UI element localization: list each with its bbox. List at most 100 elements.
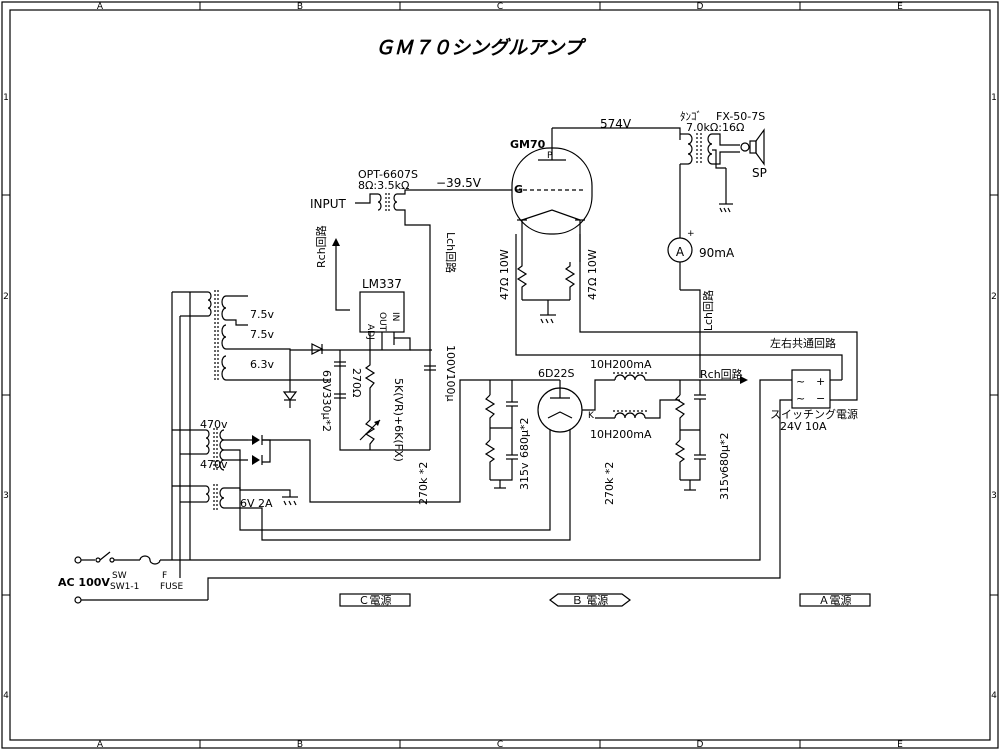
- mains-ac-label: AC 100V: [58, 576, 110, 589]
- aux-heater-transformer: 6V 2A: [190, 430, 571, 541]
- regulator-input-caps: 63V330μ*2: [320, 361, 346, 432]
- ammeter-symbol: A: [676, 245, 685, 259]
- section-tag-a-label: Ａ電源: [819, 593, 852, 607]
- rch-mid-route-label: Lch回路: [702, 290, 715, 331]
- cathode-resistors: 47Ω 10W 47Ω 10W: [498, 234, 599, 324]
- mains-switch-label: SW: [112, 571, 127, 581]
- psu-name: スイッチング電源: [770, 407, 858, 421]
- aux-heater-winding-label: 6V 2A: [240, 497, 273, 510]
- frame-row-1-right: 1: [991, 93, 997, 103]
- input-transformer-model: OPT-6607S: [358, 168, 418, 181]
- frame-row-2-left: 2: [3, 292, 9, 302]
- gm70-label: GM70: [510, 138, 546, 151]
- input-label: INPUT: [310, 197, 347, 211]
- gm70-tube: GM70 P G: [510, 128, 593, 235]
- ammeter: A + 90mA: [667, 229, 735, 263]
- opt-brand: ﾀﾝｺﾞ: [680, 110, 702, 123]
- lm337-pin-in: IN: [390, 312, 400, 321]
- section-tag-b-label: Ｂ 電源: [572, 593, 609, 607]
- frame-col-c-bottom: C: [497, 740, 503, 750]
- hv-transformer: 470v 470v: [190, 418, 291, 497]
- regulator-input-cap-label: 63V330μ*2: [320, 370, 333, 432]
- common-circuit-label: 左右共通回路: [770, 336, 836, 350]
- hv-left-cap-label: 680μ*2: [518, 418, 531, 459]
- speaker: SP: [740, 128, 767, 180]
- 6d22s-cathode-mark: K: [588, 411, 595, 421]
- mains-fuse-id: F: [162, 571, 167, 581]
- psu-plus: +: [816, 375, 825, 388]
- mains-fuse-label: FUSE: [160, 582, 183, 592]
- hv-right-resistor-label: 270k *2: [603, 462, 616, 505]
- input-transformer-ratio: 8Ω:3.5kΩ: [358, 179, 409, 192]
- psu-ac-in-1: ~: [796, 375, 805, 388]
- frame-col-b-top: B: [297, 2, 303, 12]
- frame-col-e-top: E: [897, 2, 903, 12]
- mains-input: AC 100V SW SW1-1 F FUSE: [58, 291, 208, 604]
- opt-impedance: 7.0kΩ:16Ω: [686, 121, 744, 134]
- frame-row-3-right: 3: [991, 491, 997, 501]
- chokes: 10H200mA 10H200mA: [590, 358, 680, 441]
- hv-right-cap-label: 680μ*2: [718, 433, 731, 474]
- output-transformer: ﾀﾝｺﾞ FX-50-7S 7.0kΩ:16Ω: [679, 110, 765, 238]
- section-tag-b: Ｂ 電源: [549, 593, 631, 607]
- section-tag-a: Ａ電源: [799, 593, 871, 607]
- heater-winding-1-label: 7.5v: [250, 308, 274, 321]
- frame-col-c-top: C: [497, 2, 503, 12]
- speaker-label: SP: [752, 166, 767, 180]
- psu-minus: −: [816, 392, 825, 405]
- regulator-fixed-resistor-label: 270Ω: [350, 368, 363, 397]
- frame-col-d-bottom: D: [697, 740, 704, 750]
- hv-left-resistor-label: 270k *2: [417, 462, 430, 505]
- cathode-resistor-2-label: 47Ω 10W: [586, 249, 599, 300]
- choke-2-label: 10H200mA: [590, 428, 652, 441]
- cathode-resistor-1-label: 47Ω 10W: [498, 249, 511, 300]
- section-tag-c-label: Ｃ電源: [359, 593, 392, 607]
- psu-ac-in-2: ~: [796, 392, 805, 405]
- frame-col-d-top: D: [697, 2, 704, 12]
- hv-winding-1-label: 470v: [200, 418, 228, 431]
- input-transformer: OPT-6607S 8Ω:3.5kΩ INPUT: [310, 168, 431, 235]
- frame-row-1-left: 1: [3, 93, 9, 103]
- frame-row-4-right: 4: [991, 691, 997, 701]
- heater-transformer: 7.5v 7.5v 6.3v: [190, 290, 274, 381]
- 6d22s-label: 6D22S: [538, 367, 574, 380]
- heater-winding-2-label: 7.5v: [250, 328, 274, 341]
- lch-top-route-label: Lch回路: [444, 232, 457, 273]
- frame-row-3-left: 3: [3, 491, 9, 501]
- opt-model: FX-50-7S: [716, 110, 765, 123]
- hv-winding-2-label: 470v: [200, 458, 228, 471]
- choke-1-label: 10H200mA: [590, 358, 652, 371]
- switching-psu: ~ ~ + − スイッチング電源 24V 10A: [770, 369, 858, 433]
- hv-filter-left: 270k *2 680μ*2 315v: [417, 380, 531, 505]
- gm70-plate-pin: P: [547, 151, 553, 161]
- section-tag-c: Ｃ電源: [339, 593, 411, 607]
- ammeter-plus: +: [687, 229, 695, 239]
- frame-col-b-bottom: B: [297, 740, 303, 750]
- 6d22s-tube: 6D22S K: [537, 367, 595, 433]
- hv-left-voltage-label: 315v: [518, 462, 531, 490]
- lm337-pin-adj: ADJ: [365, 324, 375, 340]
- plate-voltage-label: 574V: [600, 117, 632, 131]
- grid-voltage-label: −39.5V: [436, 176, 482, 190]
- regulator-output-cap: 100V100μ: [424, 345, 457, 402]
- schematic-title: ＧＭ７０シングルアンプ: [375, 37, 587, 59]
- regulator-output-cap-label: 100V100μ: [444, 345, 457, 402]
- ammeter-reading: 90mA: [699, 246, 735, 260]
- frame-col-a-bottom: A: [97, 740, 104, 750]
- lm337-label: LM337: [362, 277, 402, 291]
- lm337-pin-out: OUT: [377, 312, 387, 332]
- hv-filter-right: 270k *2 680μ*2 315v: [603, 379, 740, 505]
- regulator-variable-resistor-label: 5K(VR)+6K(FX): [392, 378, 405, 462]
- heater-winding-3-label: 6.3v: [250, 358, 274, 371]
- rch-top-route-label: Rch回路: [315, 225, 328, 268]
- psu-spec: 24V 10A: [780, 420, 827, 433]
- frame-col-e-bottom: E: [897, 740, 903, 750]
- frame-row-4-left: 4: [3, 691, 9, 701]
- hv-right-voltage-label: 315v: [718, 472, 731, 500]
- frame-row-2-right: 2: [991, 292, 997, 302]
- frame-col-a-top: A: [97, 2, 104, 12]
- mains-switch-id: SW1-1: [110, 582, 139, 592]
- lm337-regulator: LM337 ADJ OUT IN: [359, 277, 405, 345]
